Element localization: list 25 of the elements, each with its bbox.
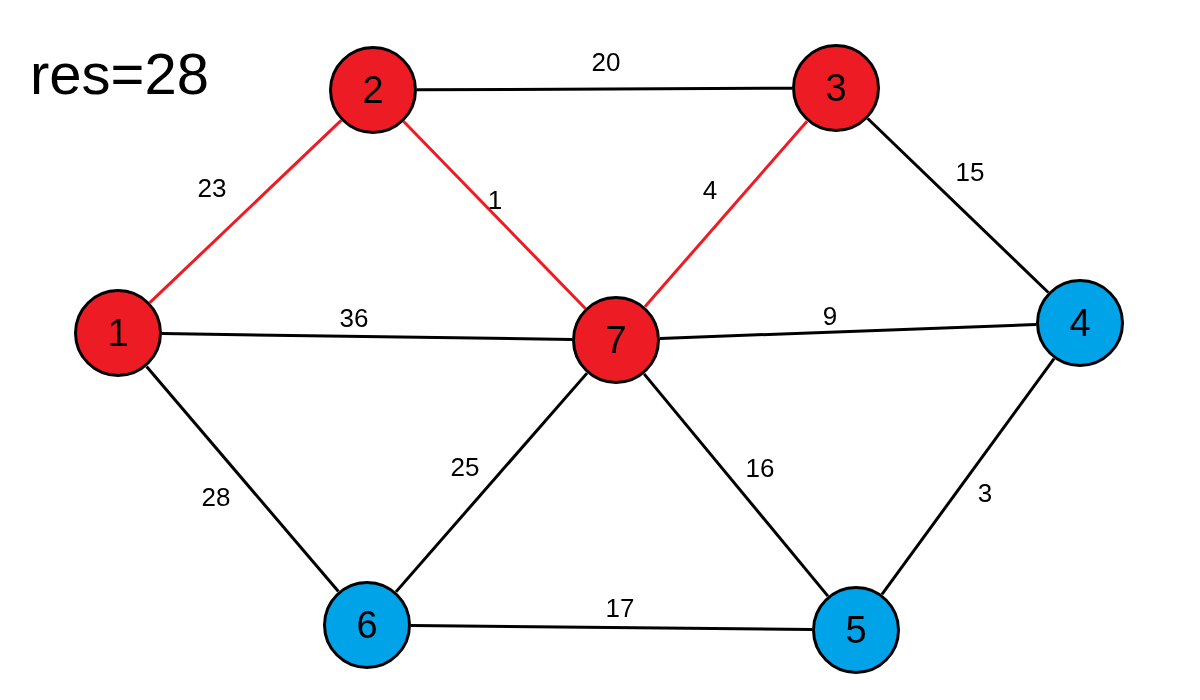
edge-line	[411, 623, 812, 632]
edge-label: 23	[197, 175, 227, 201]
edge-line	[394, 372, 589, 593]
edge-label: 36	[339, 305, 369, 331]
edge-line	[417, 86, 792, 92]
result-text: res=28	[30, 45, 209, 103]
edge-label: 3	[977, 480, 993, 506]
edge-label: 20	[591, 49, 621, 75]
edge-label: 9	[822, 303, 838, 329]
edge-line	[145, 365, 340, 593]
edge-label: 28	[201, 484, 231, 510]
edge-label: 17	[605, 595, 635, 621]
edge-label: 15	[955, 159, 985, 185]
edge-line	[402, 120, 587, 310]
edge-line	[643, 120, 809, 308]
edge-label: 4	[702, 177, 718, 203]
edge-line	[659, 323, 1037, 340]
edge-label: 16	[745, 455, 775, 481]
edge-line	[161, 332, 573, 341]
edge-line	[866, 117, 1050, 294]
edge-line	[642, 372, 830, 598]
edge-label: 25	[450, 454, 480, 480]
edge-line	[148, 119, 343, 304]
edge-line	[880, 357, 1056, 596]
edge-label: 1	[487, 187, 503, 213]
